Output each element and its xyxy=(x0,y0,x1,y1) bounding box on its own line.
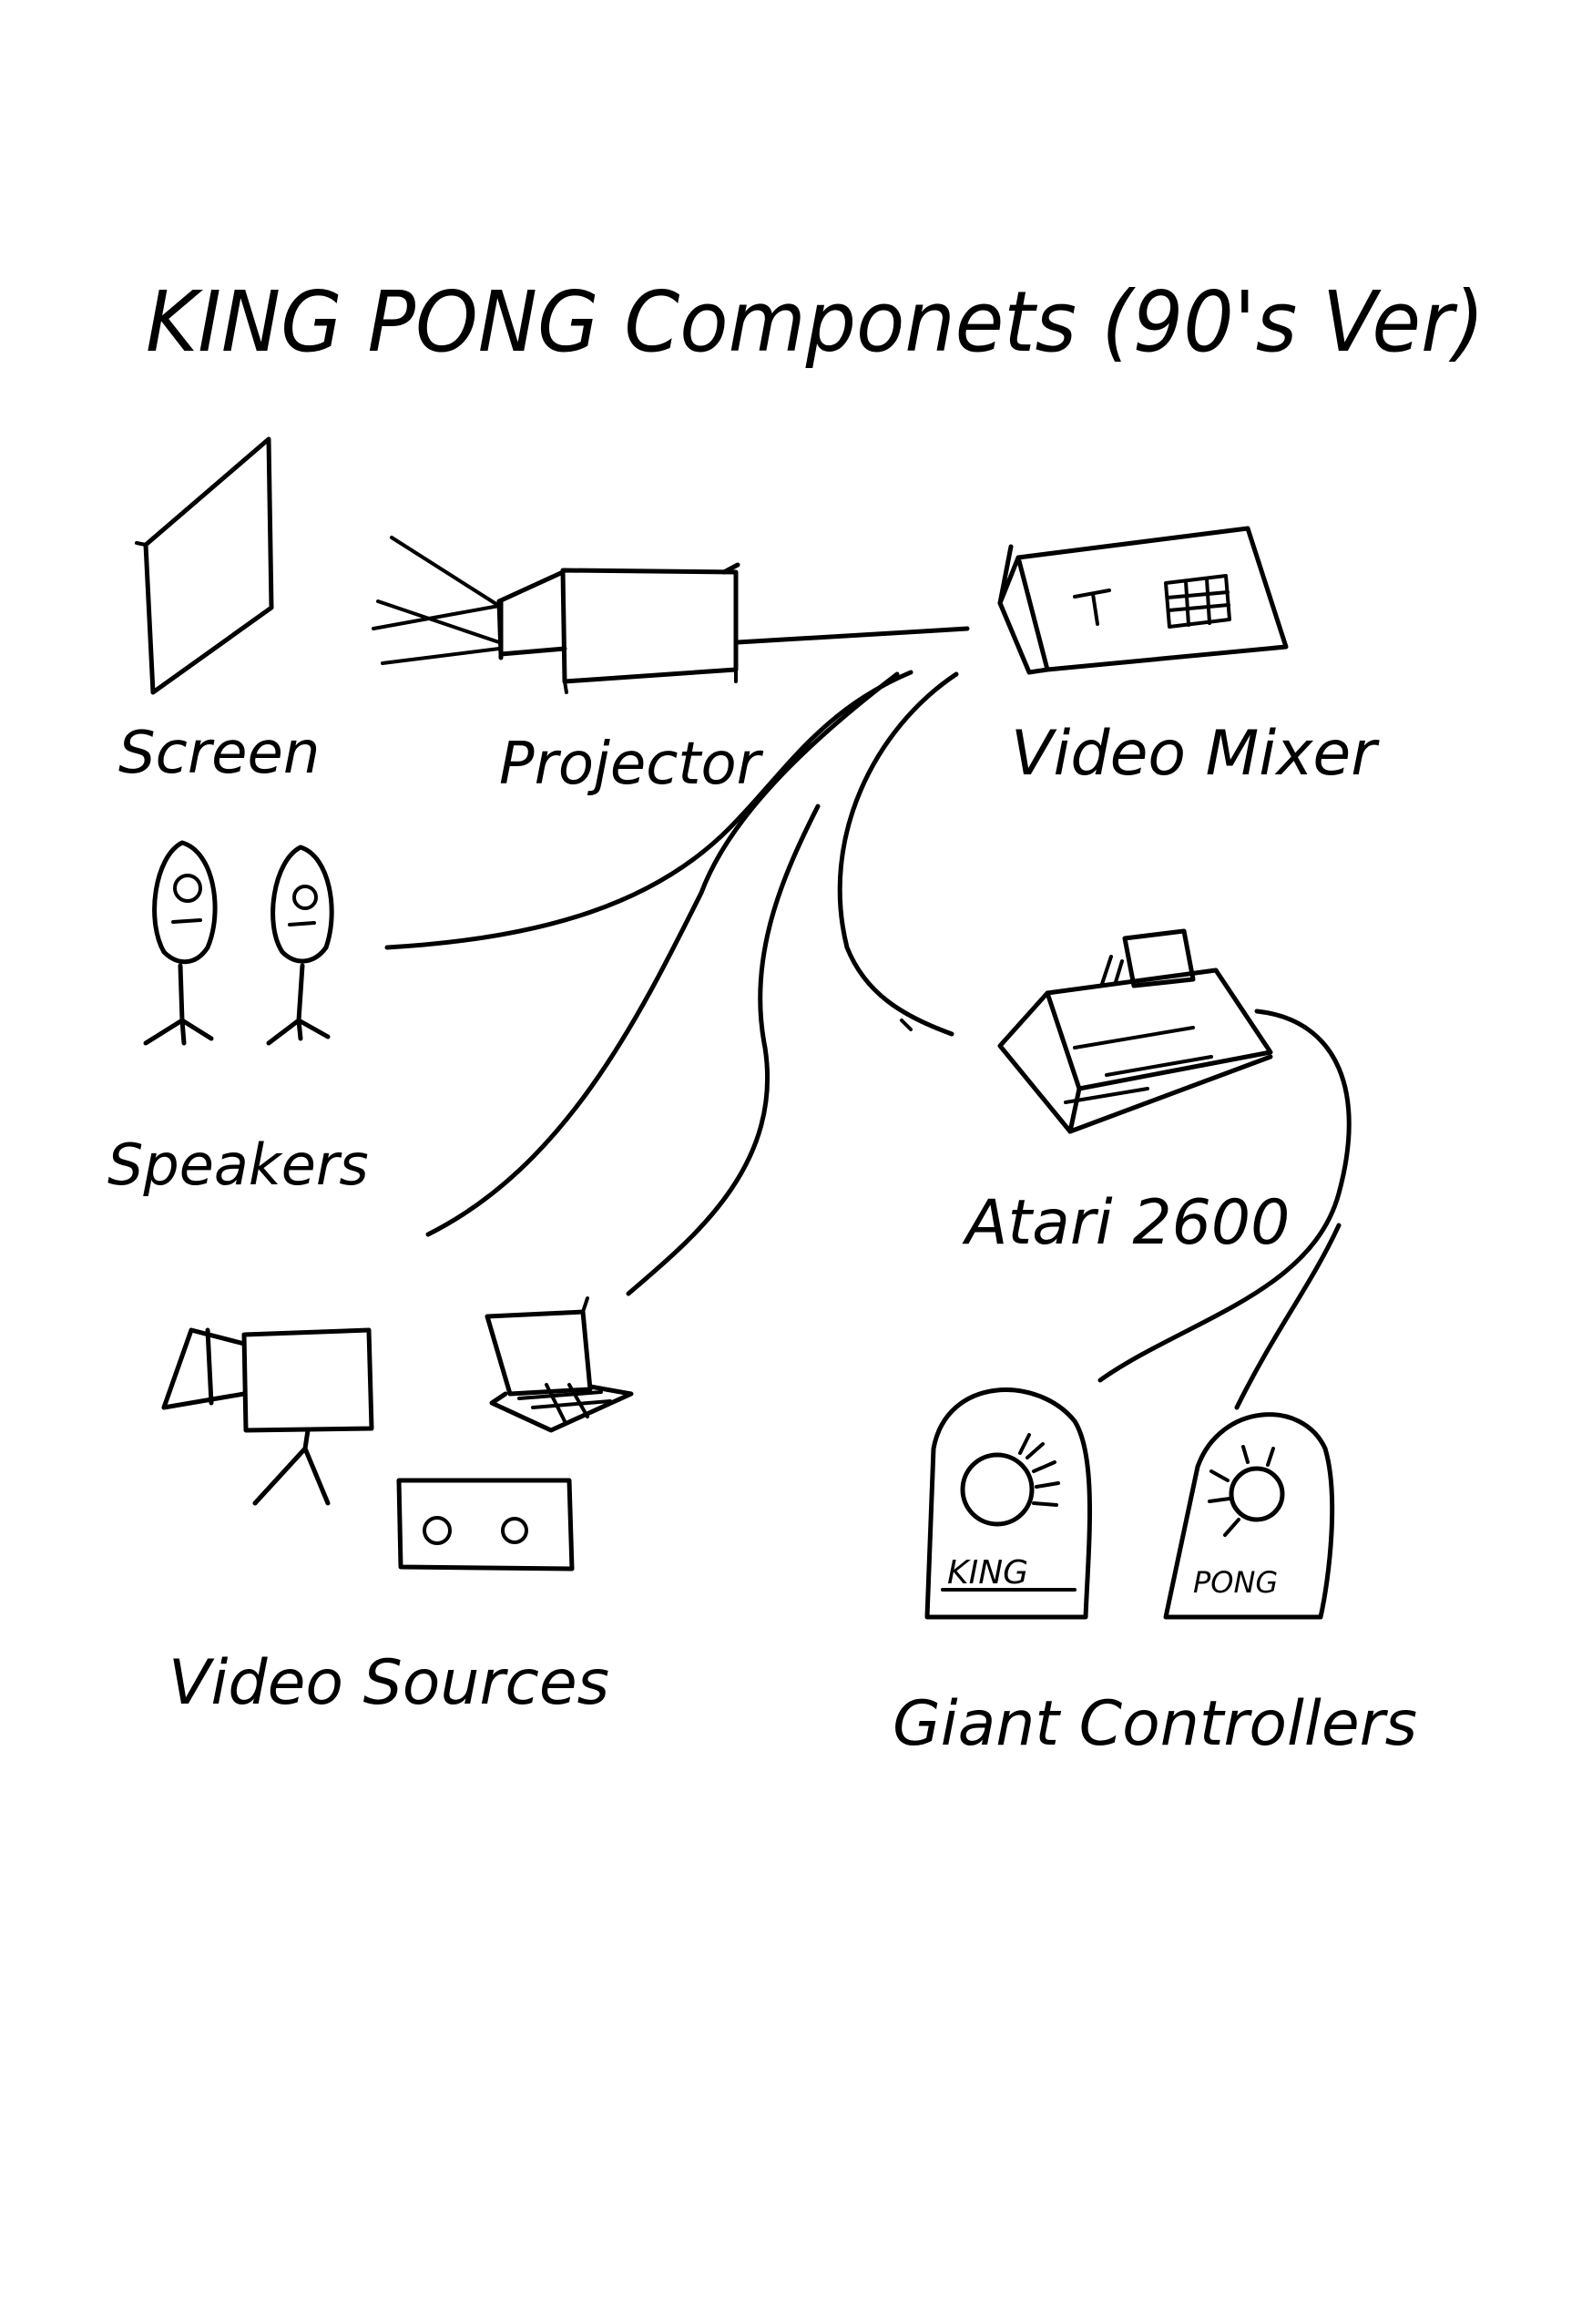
cable-mixer-laptop xyxy=(626,804,821,1296)
giant-controllers-label: Giant Controllers xyxy=(893,1688,1417,1760)
cable-mixer-speakers xyxy=(384,670,913,950)
projector-drawing xyxy=(372,536,740,694)
atari-2600-drawing xyxy=(997,928,1273,1134)
cable-arrow xyxy=(900,1019,913,1031)
video-sources-label: Video Sources xyxy=(168,1647,609,1719)
giant-controllers-drawing xyxy=(924,1387,1335,1620)
screen-label: Screen xyxy=(118,720,320,787)
cable-atari-king xyxy=(1097,1008,1352,1383)
speakers-drawing xyxy=(143,840,334,1046)
controller-king-label: KING xyxy=(947,1554,1028,1592)
cable-mixer-atari xyxy=(837,671,959,1037)
diagram-title: KING PONG Componets (90's Ver) xyxy=(146,273,1485,371)
video-sources-drawing xyxy=(161,1296,634,1572)
cable-projector-mixer xyxy=(735,626,970,645)
projector-label: Projector xyxy=(499,731,764,798)
cable-mixer-camera xyxy=(425,671,900,1237)
atari-2600-label: Atari 2600 xyxy=(962,1187,1290,1259)
cable-atari-pong xyxy=(1234,1223,1342,1410)
video-mixer-label: Video Mixer xyxy=(1011,718,1380,790)
video-mixer-drawing xyxy=(997,526,1289,675)
controller-pong-label: PONG xyxy=(1193,1565,1278,1600)
speakers-label: Speakers xyxy=(107,1131,369,1198)
screen-drawing xyxy=(135,436,274,695)
